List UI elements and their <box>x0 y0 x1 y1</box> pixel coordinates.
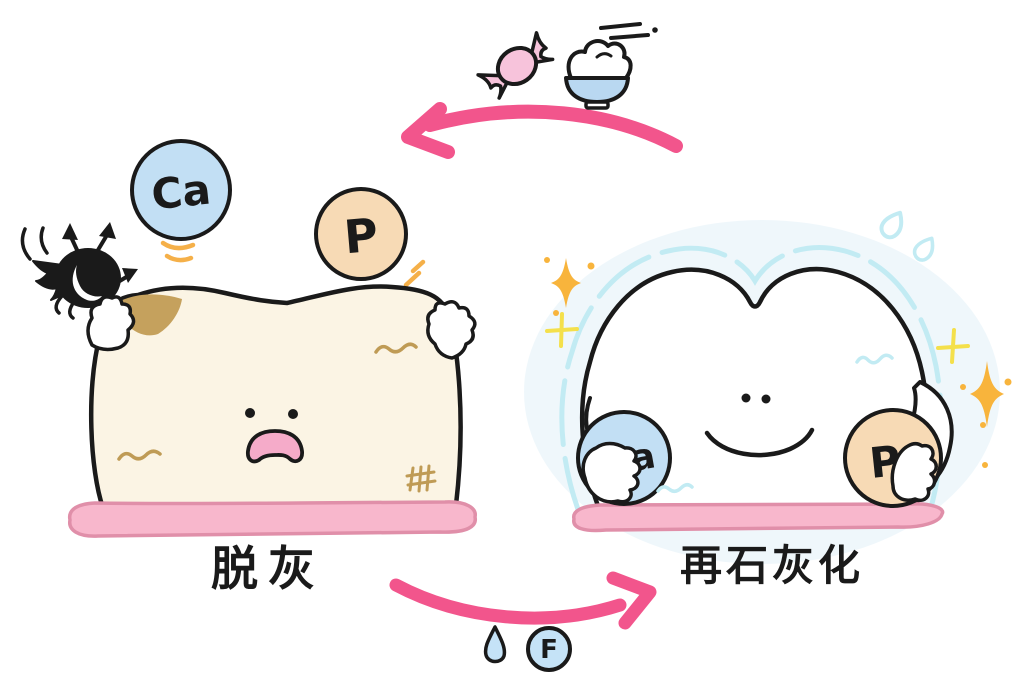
sparkle-dot <box>1004 378 1012 386</box>
sparkles <box>544 257 1012 468</box>
germ-motion-arc <box>20 227 32 261</box>
calcium-symbol: Ca <box>149 165 213 220</box>
fluoride-circle <box>526 626 572 672</box>
fluoride-icons: F <box>483 625 572 672</box>
sparkle-dot <box>982 462 988 468</box>
calcium-bubble-right: Ca <box>576 410 694 506</box>
holding-hand <box>581 441 642 504</box>
fluoride-circle-icon: F <box>526 626 572 672</box>
calcium-bubble-left: Ca <box>130 139 232 263</box>
motion-lines-icon <box>599 22 658 40</box>
water-drop-icon <box>879 210 904 240</box>
right-hand <box>426 300 477 360</box>
rice-bowl-icon <box>564 39 633 110</box>
bowl-foot <box>584 100 610 110</box>
food-icons <box>476 22 658 110</box>
phosphorus-bubble-left: P <box>314 187 426 288</box>
germ-spear-head <box>122 268 138 283</box>
phosphorus-circle <box>314 187 408 281</box>
fluoride-symbol: F <box>540 635 558 665</box>
top-arrow <box>401 102 683 159</box>
sad-mouth <box>245 429 304 464</box>
sparkle-cross-icon <box>545 312 579 348</box>
vibration-marks <box>410 259 426 274</box>
bottom-arrow <box>389 571 657 630</box>
decay-squiggle <box>117 449 162 461</box>
decay-squiggle <box>374 342 418 354</box>
water-drop-icon <box>912 236 935 262</box>
sparkle-dot <box>960 384 966 390</box>
phosphorus-bubble-right: P <box>843 408 943 508</box>
calcium-circle <box>130 139 232 241</box>
bowl-body <box>564 76 630 104</box>
rice-shine <box>595 52 613 59</box>
top-arrow-head <box>401 102 455 159</box>
left-hand <box>86 295 136 352</box>
holding-hand <box>890 442 938 502</box>
sparkle-dot <box>544 257 550 263</box>
label-demineralization: 脱灰 <box>211 542 325 597</box>
right-eye <box>761 394 771 404</box>
rice-mound <box>566 39 633 80</box>
right-eye <box>288 409 298 419</box>
tooth-aura <box>559 245 945 523</box>
vibration-marks <box>164 253 194 263</box>
left-eye <box>741 393 751 403</box>
bottom-arrow-curve <box>389 578 627 625</box>
candy-body <box>495 45 539 87</box>
germ-body <box>55 248 121 308</box>
germ-antenna-tip <box>99 222 116 239</box>
candy-wrapper-right <box>529 31 555 65</box>
germ-antenna-tip <box>62 223 78 240</box>
shine-squiggle <box>855 353 894 365</box>
sparkle-dot <box>587 262 595 270</box>
bottom-arrow-head <box>606 571 657 630</box>
water-drop-icon <box>483 625 507 664</box>
top-arrow-curve <box>423 104 683 153</box>
gum-left <box>67 500 477 538</box>
germ-grin <box>72 265 102 301</box>
phosphorus-symbol: P <box>342 208 380 265</box>
sparkle-icon <box>970 361 1004 427</box>
smile-mouth <box>704 427 815 458</box>
label-remineralization: 再石灰化 <box>680 541 864 590</box>
decay-stain <box>120 294 182 336</box>
germ-motion-arc <box>39 226 49 255</box>
candy-wrapper-left <box>476 73 510 100</box>
vibration-marks <box>160 240 196 251</box>
cavity-germ-icon <box>20 222 138 320</box>
sparkle-cross-icon <box>936 328 970 364</box>
sparkle-dot <box>553 310 559 316</box>
germ-leg <box>54 294 64 315</box>
sparkle-icon <box>551 258 581 308</box>
germ-antenna <box>96 233 109 252</box>
sparkle-dot <box>980 422 986 428</box>
vibration-marks <box>403 270 422 288</box>
gum-right <box>572 502 945 533</box>
left-eye <box>245 408 255 418</box>
sad-tooth-character <box>86 284 477 513</box>
decay-hatch <box>405 464 437 493</box>
candy-icon <box>476 31 555 100</box>
shine-squiggle <box>656 483 694 493</box>
